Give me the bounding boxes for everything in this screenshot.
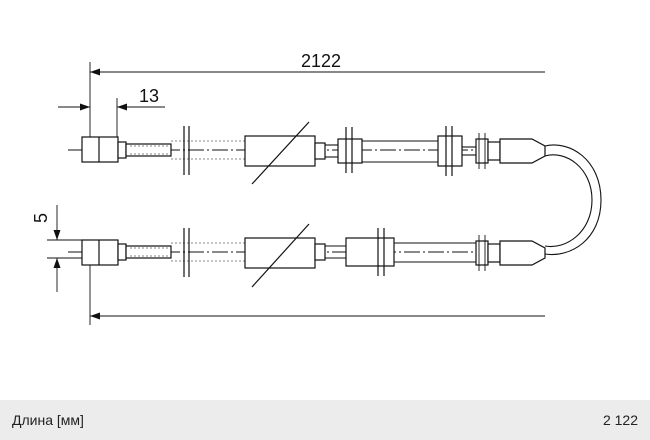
offset-label: 5: [31, 213, 51, 223]
offset-dimension: 5: [31, 205, 82, 292]
length-value: 2 122: [602, 412, 638, 428]
connecting-loop: [544, 144, 602, 256]
length-label: Длина [мм]: [12, 412, 84, 428]
overall-length-label: 2122: [301, 51, 341, 71]
lower-cable: [68, 223, 546, 288]
bottom-length-dimension: [89, 262, 545, 325]
overall-length-dimension: 2122: [89, 51, 545, 150]
upper-cable: [68, 121, 546, 185]
footer-bar: Длина [мм] 2 122: [0, 400, 650, 440]
end-fitting-label: 13: [139, 86, 159, 106]
cable-drawing: 2122 13 5: [31, 51, 602, 325]
